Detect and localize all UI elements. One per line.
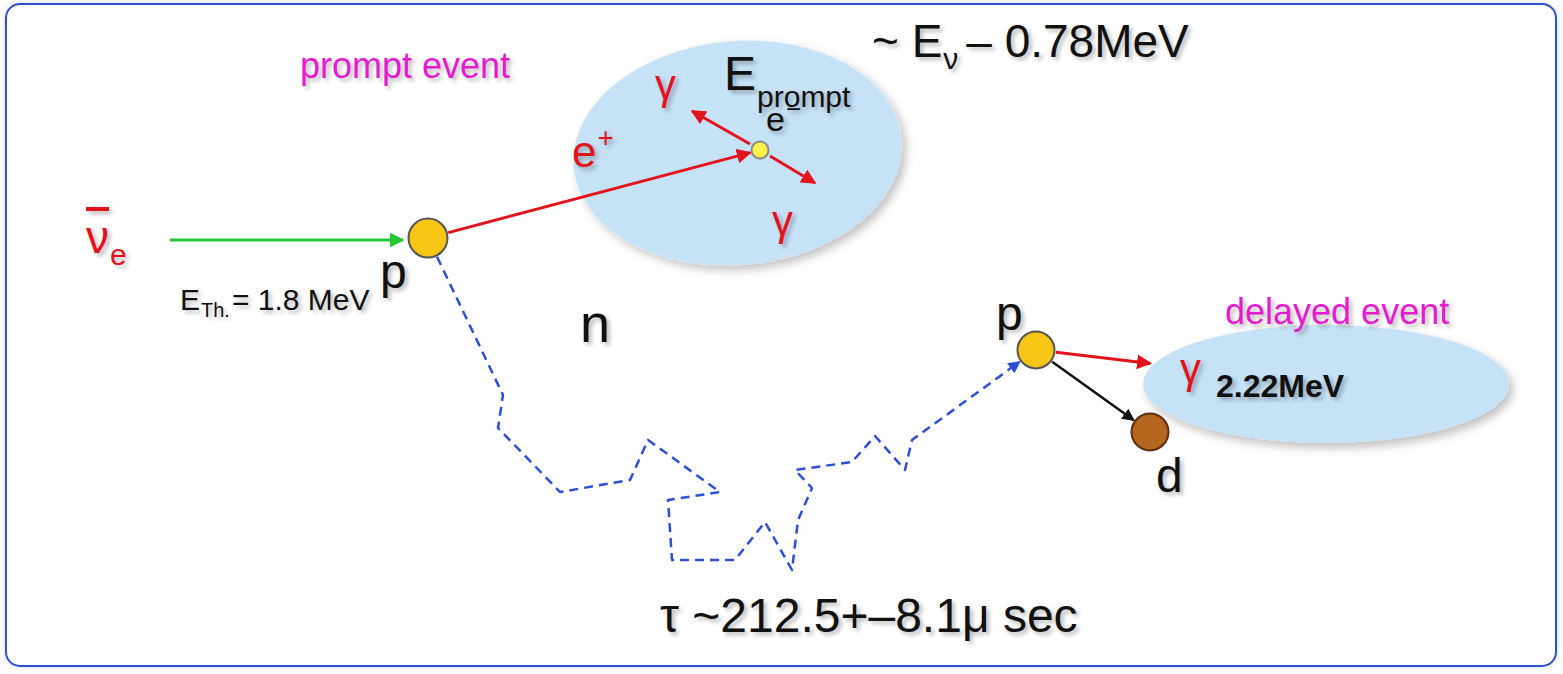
- positron-symbol: e: [572, 130, 596, 174]
- energy-formula-anchor: – 0.78MeV: [966, 18, 1188, 64]
- deuteron-circle-shape: [1132, 414, 1169, 451]
- gamma-symbol-anchor: γ: [772, 200, 793, 242]
- gamma-symbol: γ: [772, 200, 793, 242]
- gamma-energy: 2.22MeV: [1216, 370, 1344, 402]
- deuteron-circle: d: [1130, 412, 1170, 452]
- electron-dot-shape: [752, 142, 769, 159]
- event-title: prompt event: [300, 48, 510, 84]
- proton-circle: p: [1016, 330, 1056, 370]
- neutron-symbol-anchor: n: [580, 296, 610, 350]
- charge-superscript-anchor: −: [786, 96, 801, 122]
- gamma-arrow: [1056, 352, 1151, 363]
- deuteron-arrow: [1052, 362, 1134, 421]
- positron-symbol-anchor: e: [572, 130, 596, 174]
- proton-circle-shape: [1018, 332, 1055, 369]
- charge-superscript-anchor: +: [597, 124, 613, 152]
- energy-subscript-anchor: ν: [943, 44, 958, 74]
- prompt-region-shape: [564, 27, 911, 279]
- gamma-symbol: γ: [655, 64, 676, 106]
- energy-symbol-anchor: E: [724, 50, 756, 98]
- charge-superscript: +: [597, 124, 613, 152]
- capture-time: τ ~212.5+–8.1μ sec: [660, 592, 1078, 640]
- neutrino-arrow: [170, 239, 403, 242]
- capture-time-anchor: τ ~212.5+–8.1μ sec: [660, 592, 1078, 640]
- threshold-label-anchor: E: [180, 285, 200, 315]
- deuteron-symbol-anchor: d: [1156, 452, 1183, 500]
- charge-superscript: −: [786, 96, 801, 122]
- antineutrino-symbol-anchor: ν: [86, 214, 109, 260]
- electron-dot-outline: [750, 140, 770, 160]
- gamma-symbol: γ: [1180, 348, 1201, 390]
- proton-circle-shape: [409, 219, 448, 258]
- deuteron-circle-outline: [1130, 412, 1170, 452]
- gamma-symbol-anchor: γ: [655, 64, 676, 106]
- electron-symbol-anchor: e: [766, 102, 785, 136]
- gamma-energy-anchor: 2.22MeV: [1216, 370, 1344, 402]
- frame-border: [6, 4, 1556, 666]
- event-title-anchor: delayed event: [1225, 294, 1449, 330]
- threshold-subscript-anchor: Th.: [201, 300, 230, 321]
- threshold-label-anchor: = 1.8 MeV: [232, 285, 370, 315]
- electron-symbol: e: [766, 102, 785, 136]
- neutron-path: [437, 257, 1020, 570]
- flavour-subscript: e: [110, 240, 127, 270]
- proton-symbol: p: [380, 248, 407, 296]
- proton-circle: p: [407, 217, 449, 259]
- threshold-subscript: Th.: [201, 300, 230, 320]
- energy-formula: – 0.78MeV: [966, 18, 1188, 64]
- event-title-anchor: prompt event: [300, 48, 510, 84]
- energy-subscript: ν: [943, 44, 958, 74]
- prompt-region: Eprompte−: [570, 38, 905, 268]
- antineutrino-symbol: ν: [86, 214, 109, 260]
- gamma-symbol-anchor: γ: [1180, 348, 1201, 390]
- deuteron-symbol: d: [1156, 452, 1183, 500]
- flavour-subscript-anchor: e: [110, 240, 127, 270]
- proton-circle-outline: [407, 217, 449, 259]
- proton-symbol-anchor: p: [996, 290, 1023, 338]
- energy-formula-anchor: ~ E: [872, 18, 942, 64]
- proton-symbol-anchor: p: [380, 248, 407, 296]
- delayed-region: γ 2.22MeV: [1140, 322, 1512, 446]
- energy-symbol: E: [724, 50, 756, 98]
- delayed-region-shape: [1143, 325, 1509, 443]
- energy-formula: ~ E: [872, 18, 942, 64]
- event-title: delayed event: [1225, 294, 1449, 330]
- neutron-symbol: n: [580, 296, 610, 350]
- proton-symbol: p: [996, 290, 1023, 338]
- threshold-label: = 1.8 MeV: [232, 285, 370, 315]
- threshold-label: E: [180, 285, 200, 315]
- electron-dot: e−: [750, 140, 770, 160]
